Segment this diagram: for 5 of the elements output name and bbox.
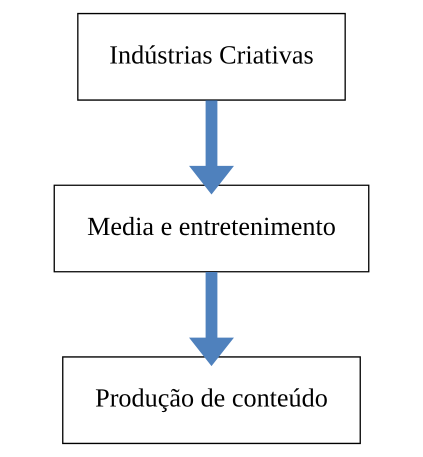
arrow — [189, 100, 234, 194]
arrow — [189, 272, 234, 366]
node-box: Media e entretenimento — [54, 184, 370, 272]
node-box: Produção de conteúdo — [62, 356, 361, 444]
node-box: Indústrias Criativas — [77, 12, 346, 101]
